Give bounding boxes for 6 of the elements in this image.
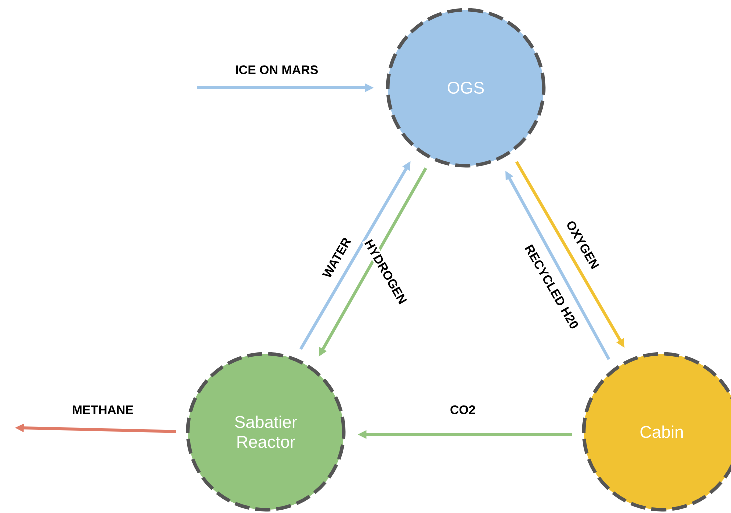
circle-node: OGS bbox=[386, 8, 546, 168]
circle-node: Cabin bbox=[582, 352, 731, 512]
edge-label: CO2 bbox=[448, 404, 478, 416]
edge-label: ICE ON MARS bbox=[234, 64, 320, 76]
circle-node: Sabatier Reactor bbox=[186, 352, 346, 512]
edge-label: METHANE bbox=[70, 404, 136, 416]
